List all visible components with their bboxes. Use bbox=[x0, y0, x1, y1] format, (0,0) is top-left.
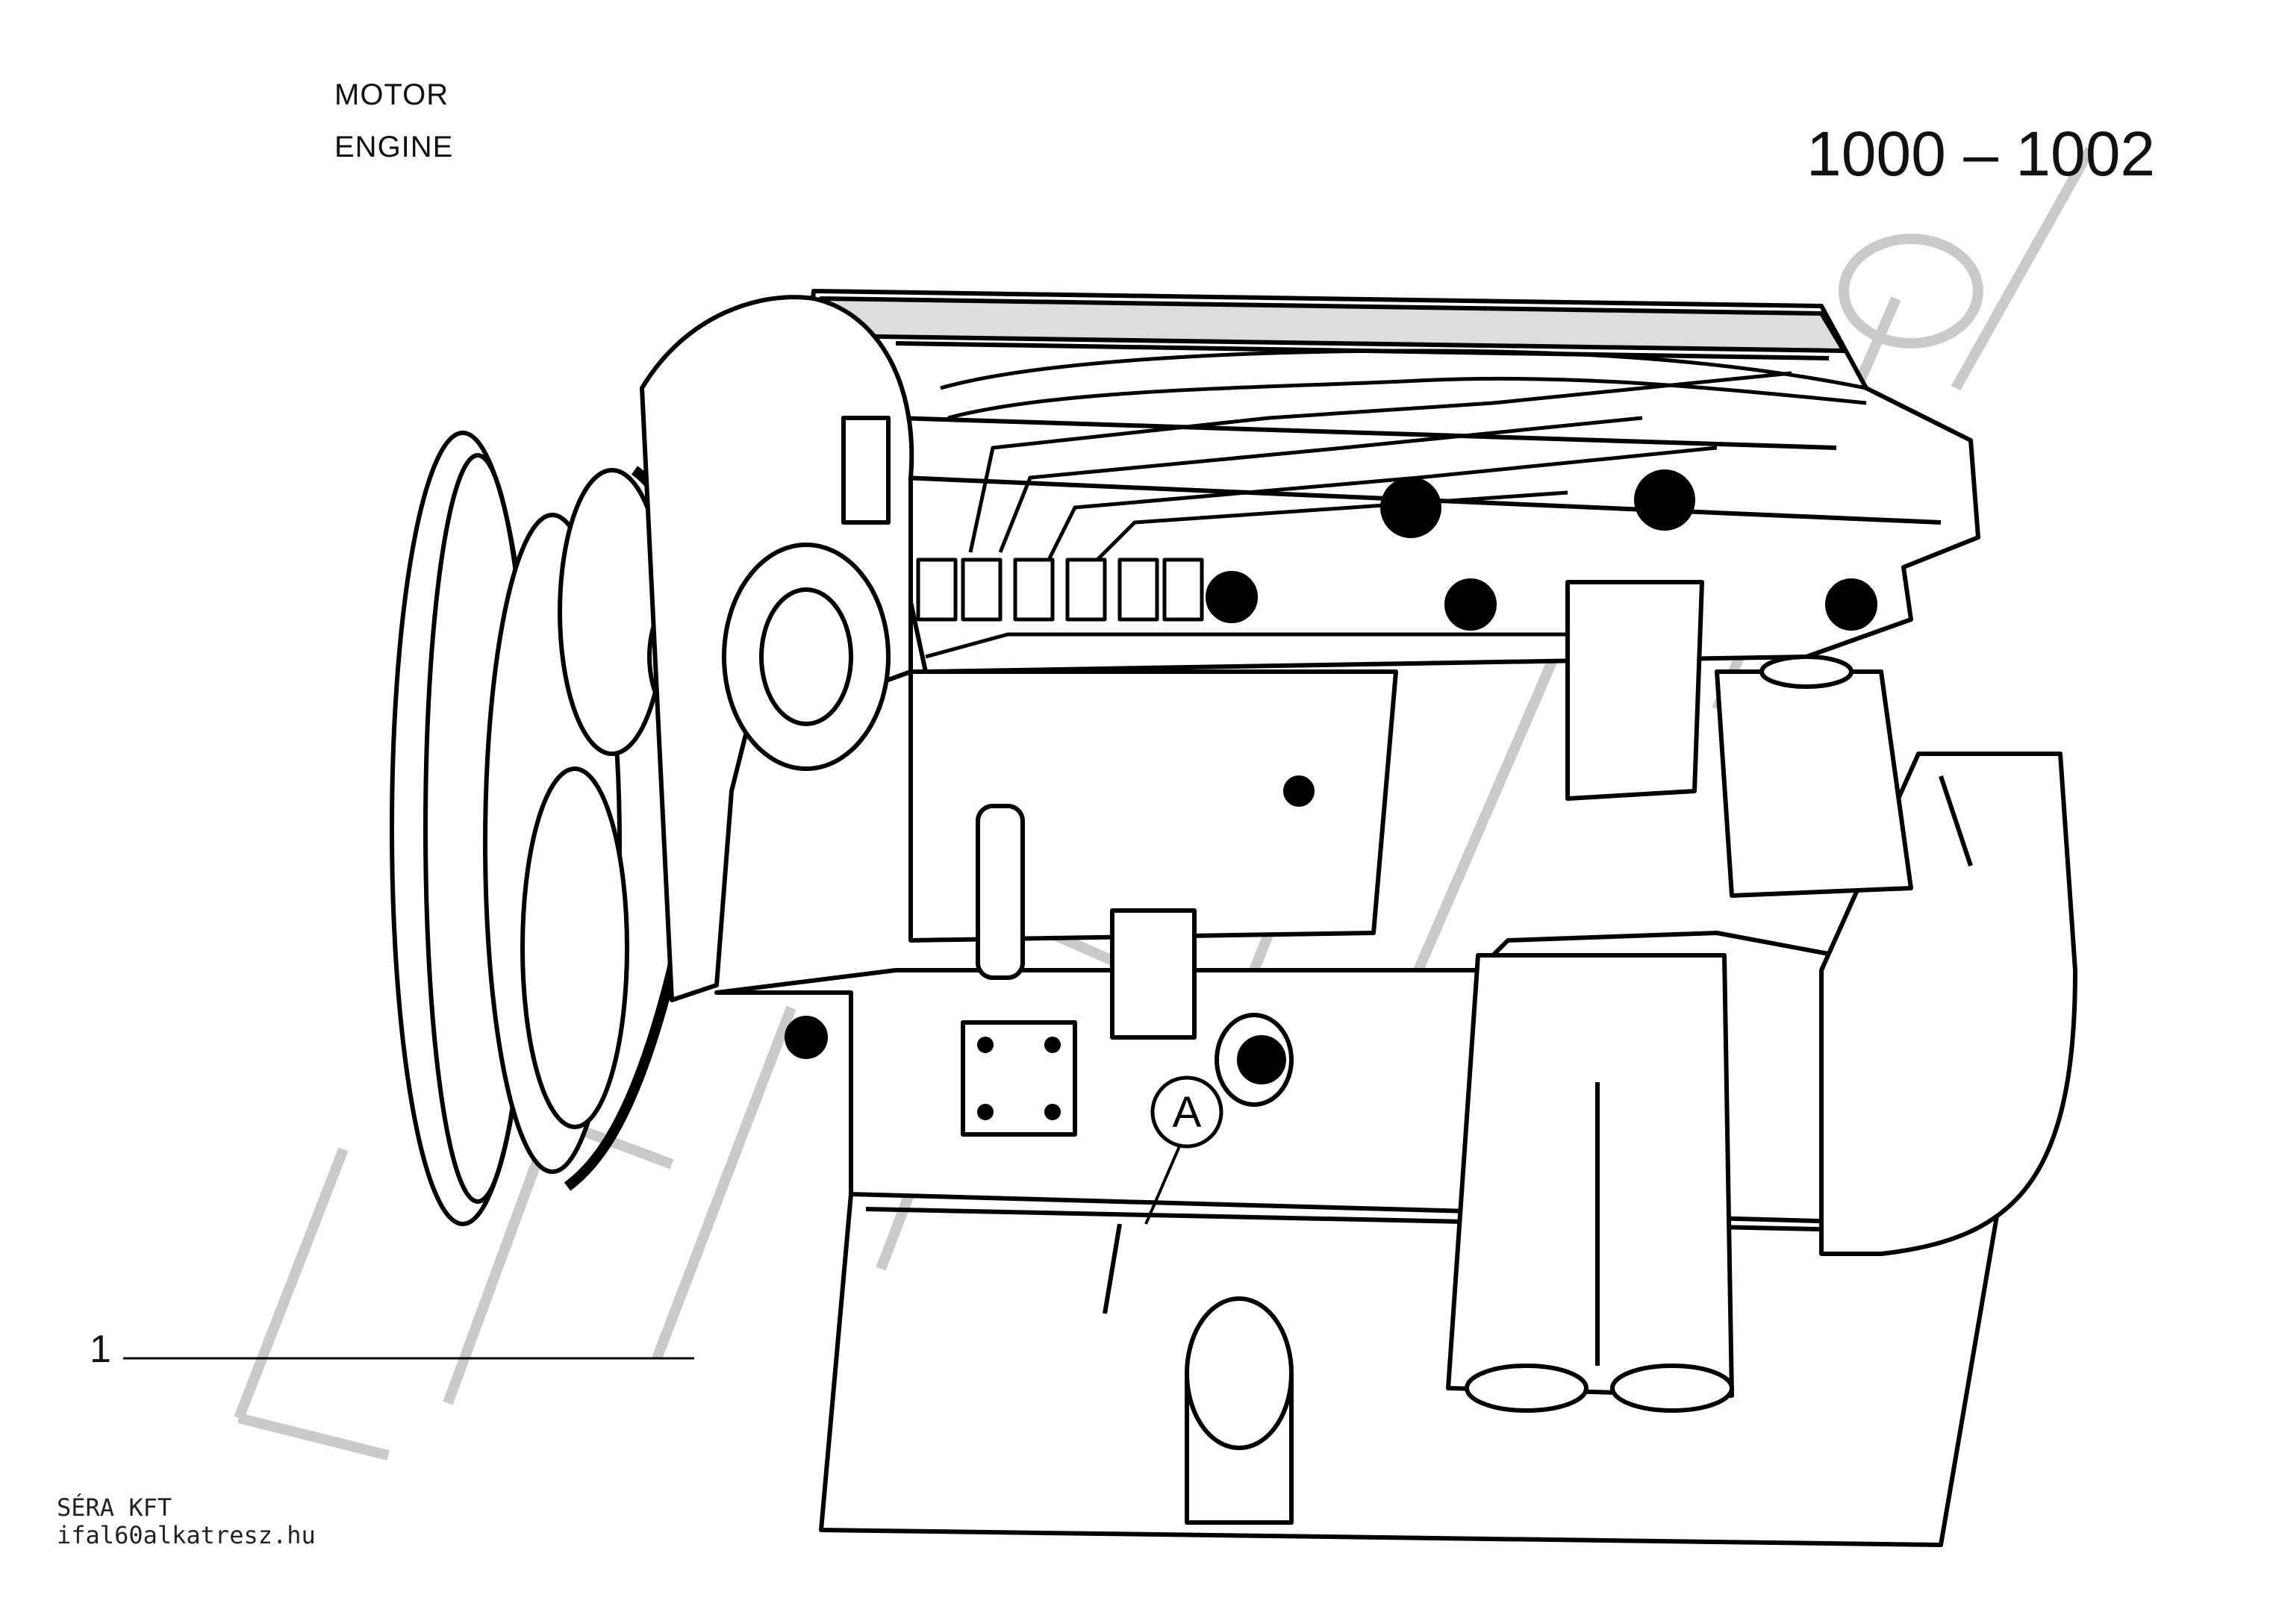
oil-filter bbox=[1446, 580, 1913, 1413]
title-hungarian: MOTOR bbox=[334, 78, 449, 111]
dipstick-tube bbox=[1103, 1223, 1294, 1525]
title-english: ENGINE bbox=[334, 131, 454, 163]
footer-website: ifal60alkatresz.hu bbox=[57, 1521, 316, 1549]
injection-lines bbox=[916, 349, 1867, 659]
callout-1-label: 1 bbox=[90, 1328, 111, 1371]
footer-company: SÉRA KFT bbox=[57, 1493, 172, 1522]
detail-a-arrow bbox=[1144, 1146, 1181, 1225]
engine-block bbox=[714, 931, 2003, 1547]
page-range: 1000 – 1002 bbox=[1806, 119, 2156, 189]
detail-a-label: A bbox=[1173, 1088, 1202, 1137]
fuel-pump bbox=[908, 669, 1398, 1040]
timing-housing bbox=[640, 295, 914, 1002]
detail-a-circle bbox=[1150, 1075, 1223, 1149]
fan-assembly bbox=[390, 431, 711, 1226]
